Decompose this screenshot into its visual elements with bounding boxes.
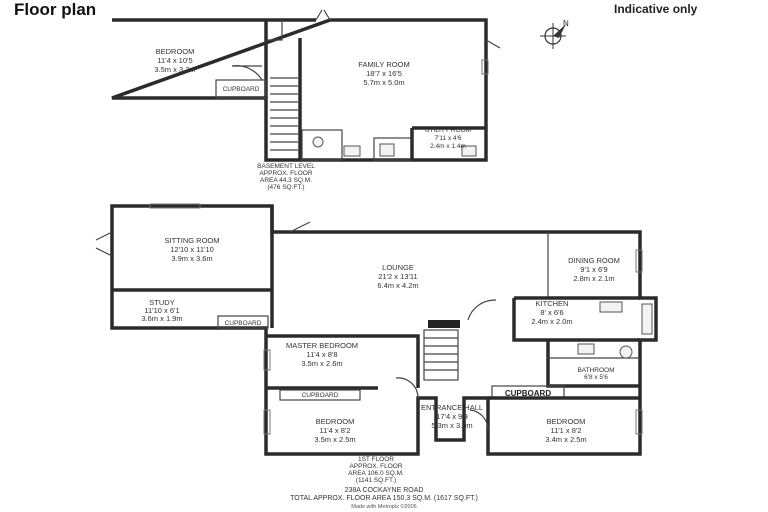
utility-room-imperial: 7'11 x 4'6 bbox=[435, 135, 462, 142]
study-imperial: 11'10 x 6'1 bbox=[144, 306, 179, 315]
master-bedroom-metric: 3.5m x 2.6m bbox=[301, 359, 342, 368]
dining-room-imperial: 9'1 x 6'9 bbox=[580, 265, 607, 274]
hall-cupboard-label: CUPBOARD bbox=[505, 389, 551, 398]
basement-cupboard-label: CUPBOARD bbox=[223, 86, 260, 93]
utility-room-metric: 2.4m x 1.4m bbox=[430, 143, 466, 150]
kitchen-bench-icon bbox=[641, 303, 653, 335]
study-name: STUDY bbox=[149, 298, 174, 307]
basement-level-line-4: (476 SQ.FT.) bbox=[267, 184, 304, 191]
bedroom-left-metric: 3.5m x 2.5m bbox=[314, 435, 355, 444]
first-floor-level-line-2: APPROX. FLOOR bbox=[349, 463, 402, 470]
toilet-icon bbox=[312, 136, 324, 148]
basement-bedroom-metric: 3.5m x 3.2m bbox=[154, 65, 195, 74]
utility-fixture-icon bbox=[461, 145, 477, 157]
master-bedroom-name: MASTER BEDROOM bbox=[286, 341, 358, 350]
bedroom-left-name: BEDROOM bbox=[316, 417, 355, 426]
utility-room-name: UTILITY ROOM bbox=[425, 127, 471, 134]
master-bedroom-imperial: 11'4 x 8'8 bbox=[306, 350, 337, 359]
lounge-name: LOUNGE bbox=[382, 263, 414, 272]
first-floor-level-line-3: AREA 106.0 SQ.M. bbox=[348, 470, 404, 477]
basement-level: CUPBOARD BEDROOM 11'4 x 10'5 3.5m x 3.2m… bbox=[111, 9, 501, 191]
family-room-name: FAMILY ROOM bbox=[358, 60, 409, 69]
first-floor-stairs bbox=[423, 320, 460, 381]
sink-icon bbox=[343, 145, 361, 157]
stove-icon bbox=[599, 301, 623, 313]
footer-address: 238A COCKAYNE ROAD bbox=[345, 487, 424, 494]
master-cupboard-label: CUPBOARD bbox=[302, 392, 339, 399]
bath-basin-icon bbox=[577, 343, 595, 355]
sitting-room-metric: 3.9m x 3.6m bbox=[171, 254, 212, 263]
compass-north-label: N bbox=[563, 19, 569, 28]
basement-level-line-1: BASEMENT LEVEL bbox=[257, 163, 315, 170]
study-cupboard-label: CUPBOARD bbox=[225, 320, 262, 327]
basement-bedroom-name: BEDROOM bbox=[156, 47, 195, 56]
plan-title: Floor plan bbox=[14, 0, 97, 19]
kitchen-imperial: 8' x 6'6 bbox=[540, 308, 563, 317]
study-metric: 3.6m x 1.9m bbox=[141, 314, 182, 323]
bedroom-right-name: BEDROOM bbox=[547, 417, 586, 426]
dining-room-name: DINING ROOM bbox=[568, 256, 620, 265]
bath-toilet-icon bbox=[619, 345, 633, 359]
bedroom-right-metric: 3.4m x 2.5m bbox=[545, 435, 586, 444]
sitting-room-imperial: 12'10 x 11'10 bbox=[170, 245, 214, 254]
basement-stairs bbox=[270, 77, 298, 151]
first-floor-level-line-4: (1141 SQ.FT.) bbox=[356, 477, 396, 484]
footer-credit: Made with Metropix ©2006 bbox=[351, 503, 417, 510]
entrance-hall-metric: 5.3m x 3.0m bbox=[431, 421, 472, 430]
family-room-metric: 5.7m x 5.0m bbox=[363, 78, 404, 87]
indicative-note: Indicative only bbox=[614, 2, 698, 16]
bathroom-size: 6'8 x 5'6 bbox=[584, 374, 608, 381]
sitting-room-name: SITTING ROOM bbox=[165, 236, 220, 245]
bathroom-name: BATHROOM bbox=[577, 367, 614, 374]
basement-level-line-2: APPROX. FLOOR bbox=[259, 170, 312, 177]
bedroom-left-imperial: 11'4 x 8'2 bbox=[319, 426, 350, 435]
dining-room-metric: 2.8m x 2.1m bbox=[573, 274, 614, 283]
basement-bedroom-imperial: 11'4 x 10'5 bbox=[157, 56, 192, 65]
bedroom-right-imperial: 11'1 x 8'2 bbox=[550, 426, 581, 435]
basement-level-line-3: AREA 44.3 SQ.M. bbox=[260, 177, 312, 184]
entrance-hall-imperial: 17'4 x 9'9 bbox=[436, 412, 468, 421]
first-floor-level: CUPBOARD CUPBOARD BATHROOM 6' bbox=[95, 203, 658, 484]
laundry-tub-icon bbox=[379, 143, 395, 157]
lounge-metric: 6.4m x 4.2m bbox=[377, 281, 418, 290]
lounge-imperial: 21'2 x 13'11 bbox=[378, 272, 417, 281]
kitchen-metric: 2.4m x 2.0m bbox=[531, 317, 572, 326]
footer-total-area: TOTAL APPROX. FLOOR AREA 150.3 SQ.M. (16… bbox=[290, 495, 478, 502]
kitchen-name: KITCHEN bbox=[536, 299, 569, 308]
compass-icon: N bbox=[540, 19, 569, 49]
family-room-imperial: 18'7 x 16'5 bbox=[366, 69, 402, 78]
entrance-hall-name: ENTRANCE HALL bbox=[421, 403, 483, 412]
first-floor-level-line-1: 1ST FLOOR bbox=[358, 456, 394, 463]
